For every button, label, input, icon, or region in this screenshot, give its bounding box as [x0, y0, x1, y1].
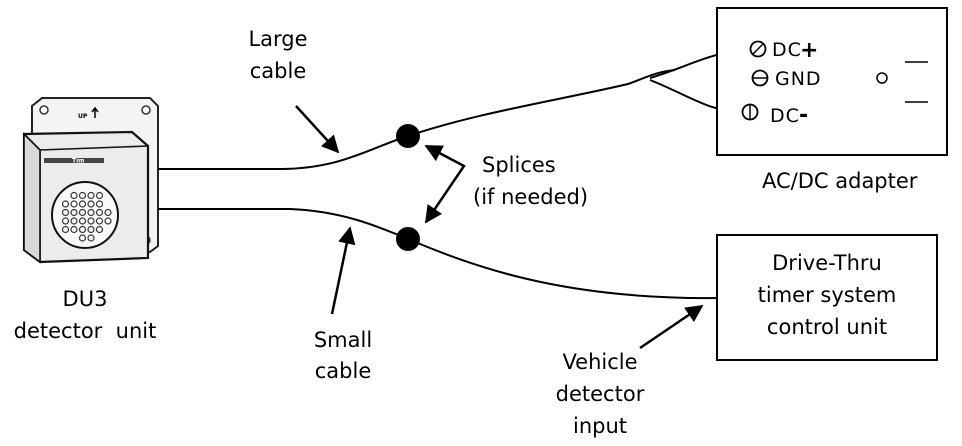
- grille-hole: [95, 208, 104, 217]
- acdc-adapter: DC + GND DC -: [716, 7, 948, 156]
- small-cable-label-2: cable: [315, 359, 372, 383]
- grille-hole: [78, 225, 87, 234]
- grille-hole: [78, 234, 87, 242]
- grille-hole: [95, 217, 104, 225]
- grille-hole: [70, 208, 78, 217]
- dc-plus-label: DC: [772, 39, 802, 61]
- splice-dot-small: [396, 227, 420, 251]
- cables: [158, 48, 756, 300]
- grille-hole: [104, 208, 112, 217]
- small-cable-arrow: [330, 226, 356, 315]
- dc-plus-sign: +: [800, 38, 819, 63]
- control-unit-box: [716, 234, 938, 361]
- grille-hole: [78, 200, 87, 208]
- splices-arrow: [424, 144, 466, 224]
- grille-hole: [95, 225, 104, 234]
- grille-hole: [78, 191, 87, 200]
- large-cable-label-2: cable: [250, 59, 307, 83]
- grille-hole: [87, 234, 95, 242]
- vehicle-input-arrow: [639, 304, 704, 350]
- vehicle-input-label-1: Vehicle: [562, 350, 637, 374]
- grille-hole: [104, 217, 112, 225]
- grille-hole: [78, 217, 87, 225]
- grille-hole: [61, 208, 70, 217]
- grille-hole: [87, 217, 95, 225]
- grille-hole: [61, 200, 70, 208]
- splices-label-1: Splices: [482, 153, 556, 177]
- vehicle-input-label-2: detector: [556, 382, 645, 406]
- vehicle-input-label-3: input: [573, 414, 627, 438]
- gnd-label: GND: [775, 68, 822, 90]
- grille-hole: [95, 200, 104, 208]
- grille-hole: [87, 200, 95, 208]
- grille-hole: [78, 208, 87, 217]
- brand-strip: [44, 158, 104, 163]
- grille-hole: [87, 191, 95, 200]
- adapter-box: [716, 7, 948, 156]
- grille-hole: [87, 208, 95, 217]
- dc-minus-label: DC: [770, 105, 800, 127]
- control-unit-line-2: timer system: [758, 283, 897, 307]
- grille-hole: [70, 217, 78, 225]
- large-cable-line: [158, 69, 676, 170]
- large-cable-arrow: [295, 105, 340, 154]
- plug-hole-icon: [876, 72, 888, 84]
- up-marking: UP: [78, 113, 88, 120]
- control-unit-line-1: Drive-Thru: [772, 251, 882, 275]
- speaker-grille: [51, 181, 119, 249]
- large-cable-label-1: Large: [248, 27, 307, 51]
- terminal-gnd: GND: [751, 68, 822, 90]
- grille-hole: [61, 225, 70, 234]
- grille-hole: [61, 217, 70, 225]
- small-cable-line: [158, 208, 721, 300]
- du3-label-1: DU3: [63, 287, 108, 311]
- grille-hole: [87, 225, 95, 234]
- terminal-dc-plus: DC +: [749, 38, 819, 63]
- brand-label: Tim: [72, 158, 84, 165]
- grille-hole: [70, 225, 78, 234]
- du3-label-2: detector unit: [14, 319, 157, 343]
- splice-dot-large: [396, 124, 420, 148]
- du3-detector-device: UP Tim: [22, 97, 159, 264]
- grille-hole: [95, 191, 104, 200]
- grille-hole: [70, 200, 78, 208]
- terminal-dc-minus: DC -: [741, 103, 809, 128]
- control-unit: Drive-Thru timer system control unit: [716, 234, 938, 361]
- up-arrow-icon: [91, 106, 99, 118]
- grille-hole: [70, 191, 78, 200]
- adapter-label: AC/DC adapter: [762, 169, 918, 193]
- dc-minus-sign: -: [799, 103, 809, 128]
- splices-label-2: (if needed): [473, 185, 588, 209]
- small-cable-label-1: Small: [314, 328, 372, 352]
- control-unit-line-3: control unit: [767, 315, 887, 339]
